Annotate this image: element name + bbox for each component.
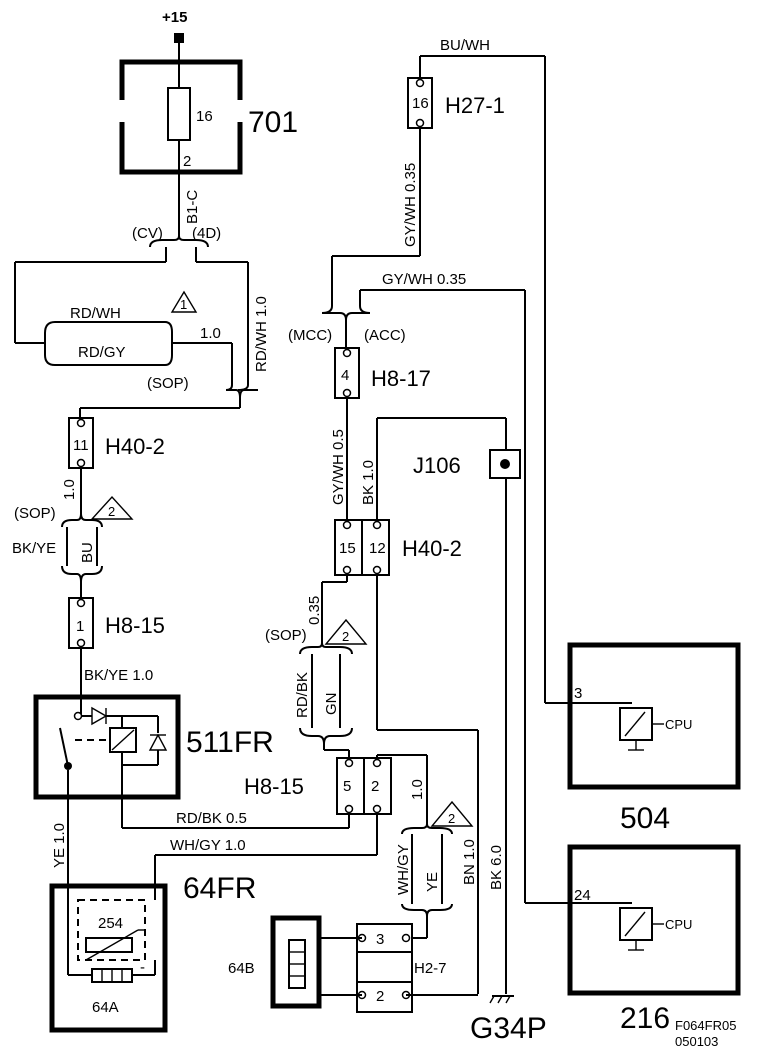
wire-bkye-label: BK/YE xyxy=(12,540,56,557)
wire-035-label: 0.35 xyxy=(306,596,323,625)
connector-h8-17: 4 H8-17 xyxy=(334,347,431,399)
component-64fr: 254 - 64A 64FR xyxy=(49,872,256,1033)
h2-7-pin-b: 2 xyxy=(376,988,384,1005)
wire-buwh-label: BU/WH xyxy=(440,37,490,54)
wire-gywh-035-label: GY/WH 0.35 xyxy=(402,163,419,247)
ground-label: G34P xyxy=(470,1012,547,1045)
wire-b1c-label: B1-C xyxy=(184,190,201,224)
wire-bn-10-label: BN 1.0 xyxy=(461,839,478,885)
wire-rdbk-label: RD/BK xyxy=(294,672,311,718)
wire-ye-label: YE xyxy=(424,872,441,892)
connector-j106: J106 xyxy=(413,449,521,479)
h40-2-mid-pin-a: 15 xyxy=(339,540,356,557)
ground-g34p: G34P xyxy=(470,995,547,1045)
wire-ye-10-label: YE 1.0 xyxy=(51,823,68,868)
note-triangle-1: 1 xyxy=(170,290,198,313)
h27-1-label: H27-1 xyxy=(445,93,505,118)
h8-15-bot-pin-b: 2 xyxy=(371,778,379,795)
wire-whgy-label: WH/GY xyxy=(395,844,412,895)
component-511fr: 511FR xyxy=(33,694,274,800)
h8-17-pin: 4 xyxy=(341,367,349,384)
component-504-pin: 3 xyxy=(574,685,582,702)
connector-h8-15-pin-1: 1 H8-15 xyxy=(68,597,165,649)
note-triangle-2c: 2 xyxy=(430,800,474,827)
wire-4d-label: (4D) xyxy=(192,225,221,242)
wire-bkye-10-label: BK/YE 1.0 xyxy=(84,667,153,684)
wire-gywh-h-label: GY/WH 0.35 xyxy=(382,271,466,288)
note-1-number: 1 xyxy=(180,297,187,312)
h2-7-pin-a: 3 xyxy=(376,931,384,948)
h40-2-mid-pin-b: 12 xyxy=(369,540,386,557)
component-504-cpu: CPU xyxy=(665,717,692,732)
supply-terminal xyxy=(174,33,184,43)
note-triangle-2b: 2 xyxy=(324,618,368,645)
note-2b-number: 2 xyxy=(342,629,349,644)
component-216: 24 CPU 216 xyxy=(567,844,741,1035)
component-64b: 64B xyxy=(228,915,362,1009)
wire-10-a-label: 1.0 xyxy=(200,325,221,342)
h40-2-mid-label: H40-2 xyxy=(402,536,462,561)
component-64b-label: 64B xyxy=(228,960,255,977)
h8-15-top-pin: 1 xyxy=(76,618,84,635)
note-triangle-2a: 2 xyxy=(90,495,134,520)
wire-sop-b-label: (SOP) xyxy=(14,505,56,522)
component-216-cpu: CPU xyxy=(665,917,692,932)
wire-rdwh-10-label: RD/WH 1.0 xyxy=(253,296,270,372)
component-701-pin: 2 xyxy=(183,153,191,170)
connector-h2-7: 3 2 H2-7 xyxy=(356,923,447,1013)
h8-15-top-label: H8-15 xyxy=(105,613,165,638)
component-216-pin: 24 xyxy=(574,887,591,904)
wire-sop-c-label: (SOP) xyxy=(265,627,307,644)
wire-mcc-label: (MCC) xyxy=(288,327,332,344)
component-64fr-value: 254 xyxy=(98,915,123,932)
h8-17-label: H8-17 xyxy=(371,366,431,391)
wire-rdbk-05-label: RD/BK 0.5 xyxy=(176,810,247,827)
connector-h27-1: 16 H27-1 xyxy=(407,77,505,129)
wire-bu-label: BU xyxy=(79,542,96,563)
connector-h8-15-pins-5-2: 5 2 H8-15 xyxy=(244,757,392,815)
fuse-701-number: 16 xyxy=(196,108,213,125)
wire-bk-10-label: BK 1.0 xyxy=(360,460,377,505)
wire-cv-label: (CV) xyxy=(132,225,163,242)
wire-rdwh-label: RD/WH xyxy=(70,305,121,322)
wire-sop-a-label: (SOP) xyxy=(147,375,189,392)
j106-label: J106 xyxy=(413,453,461,478)
wire-gywh-05-label: GY/WH 0.5 xyxy=(330,429,347,505)
component-504-label: 504 xyxy=(620,802,670,835)
component-701: 16 2 701 xyxy=(115,59,298,175)
h2-7-label: H2-7 xyxy=(414,960,447,977)
connector-h40-2-pin-11: 11 H40-2 xyxy=(68,417,165,469)
wire-10-b-label: 1.0 xyxy=(61,479,78,500)
wire-10-c-label: 1.0 xyxy=(409,779,426,800)
relay-contact-dot xyxy=(64,762,72,770)
wire-bk-60-label: BK 6.0 xyxy=(488,845,505,890)
connector-h40-2-pins-15-12: 15 12 H40-2 xyxy=(334,519,462,576)
wire-whgy-10-label: WH/GY 1.0 xyxy=(170,837,246,854)
note-2c-number: 2 xyxy=(448,811,455,826)
component-64fr-label: 64FR xyxy=(183,872,256,905)
figure-id: F064FR05 xyxy=(675,1018,736,1033)
h27-1-pin: 16 xyxy=(412,95,429,112)
wire-acc-label: (ACC) xyxy=(364,327,406,344)
h8-15-bot-pin-a: 5 xyxy=(343,778,351,795)
component-511fr-label: 511FR xyxy=(186,726,274,759)
svg-text:-: - xyxy=(140,959,145,976)
h40-2-top-pin: 11 xyxy=(73,437,89,454)
component-216-label: 216 xyxy=(620,1002,670,1035)
component-504: 3 CPU 504 xyxy=(567,642,741,835)
wire-gn-label: GN xyxy=(323,693,340,716)
component-64fr-sub: 64A xyxy=(92,999,119,1016)
h8-15-bot-label: H8-15 xyxy=(244,774,304,799)
supply-label: +15 xyxy=(162,9,187,26)
figure-date: 050103 xyxy=(675,1034,718,1049)
note-2a-number: 2 xyxy=(108,504,115,519)
component-701-label: 701 xyxy=(248,106,298,139)
h40-2-top-label: H40-2 xyxy=(105,434,165,459)
wire-rdgy-label: RD/GY xyxy=(78,344,126,361)
